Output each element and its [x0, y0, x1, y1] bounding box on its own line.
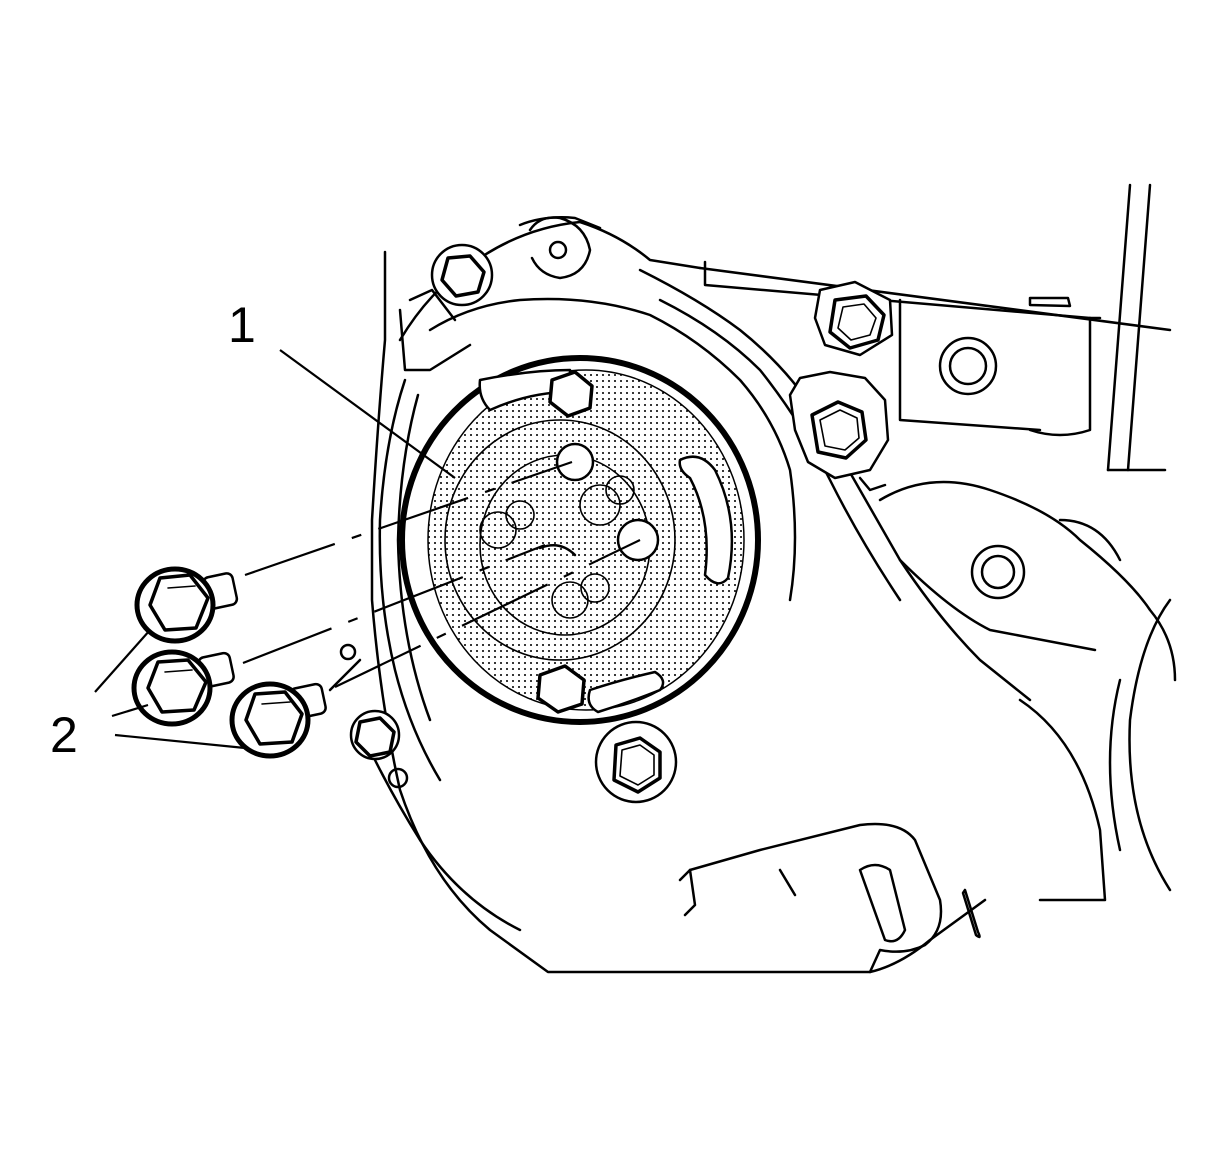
casting-bolt-upper-right — [813, 280, 894, 357]
engine-housing — [328, 183, 1177, 974]
pulley-hub — [399, 355, 761, 725]
loose-bolt-1 — [134, 566, 239, 644]
loose-bolt-3 — [229, 681, 327, 759]
alignment-lines — [242, 460, 641, 688]
hub-bolt-bottom — [536, 664, 586, 714]
casting-bolt-lower-left — [349, 709, 401, 761]
casting-bolt-lower-center — [594, 720, 678, 804]
casting-bolt-top — [430, 243, 494, 307]
loose-bolt-2 — [131, 649, 235, 727]
callout-1: 1 — [228, 297, 256, 353]
callout-2: 2 — [50, 707, 78, 763]
casting-bolt-tensioner — [788, 370, 890, 492]
hub-bolt-top — [548, 370, 594, 418]
callout-leaders — [94, 349, 456, 750]
